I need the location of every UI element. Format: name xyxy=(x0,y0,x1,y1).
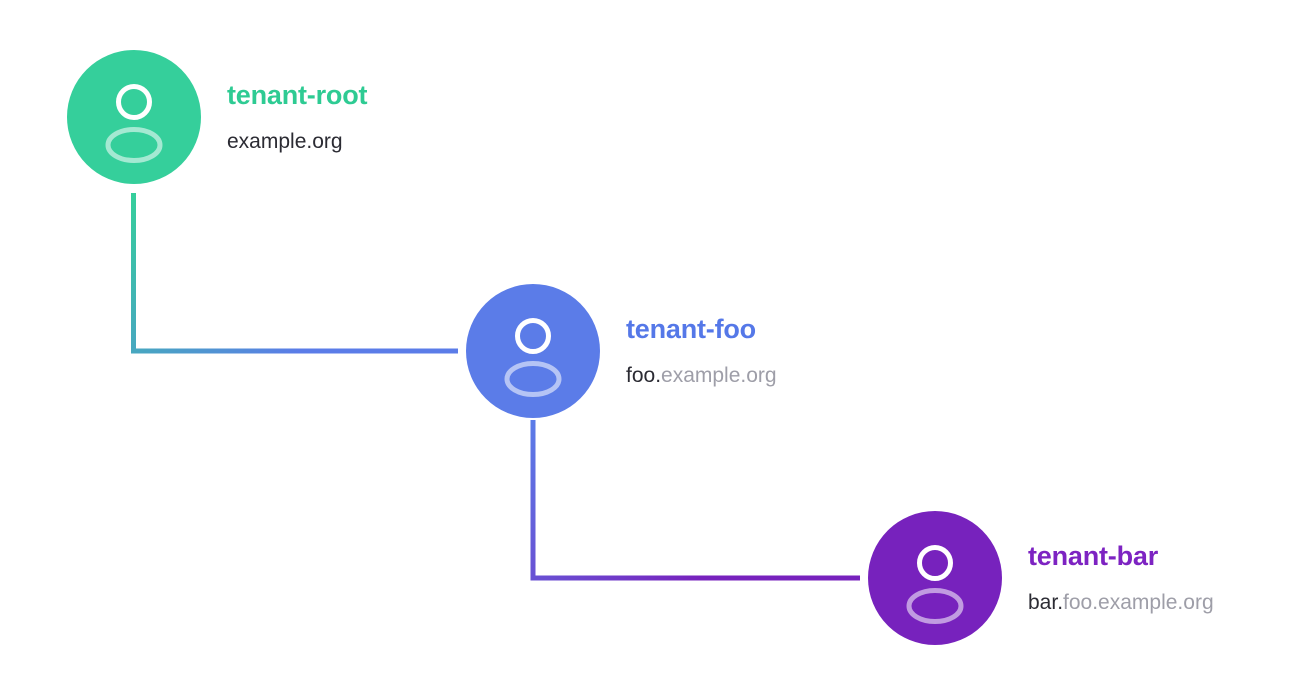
tenant-domain-strong: bar. xyxy=(1028,591,1064,615)
tenant-domain-muted: example.org xyxy=(661,364,777,388)
tenant-domain-strong: foo. xyxy=(626,364,662,388)
user-avatar-icon xyxy=(67,50,201,184)
tenant-domain: foo.example.org xyxy=(626,364,777,387)
avatar-body-icon xyxy=(906,588,964,624)
tenant-domain-muted: foo.example.org xyxy=(1063,591,1214,615)
connector-foo-to-bar xyxy=(530,420,860,581)
tenant-domain-strong: example.org xyxy=(227,130,343,154)
tenant-title: tenant-foo xyxy=(626,313,756,344)
node-text-block: tenant-foo foo.example.org xyxy=(626,313,777,388)
tenant-title: tenant-bar xyxy=(1028,540,1159,571)
user-avatar-icon xyxy=(868,511,1002,645)
avatar-head-icon xyxy=(515,318,551,354)
tenant-domain: example.org xyxy=(227,130,367,153)
avatar-head-icon xyxy=(116,84,152,120)
node-text-block: tenant-root example.org xyxy=(227,79,368,154)
tenant-node-root[interactable]: tenant-root example.org xyxy=(67,50,367,184)
avatar-body-icon xyxy=(105,127,163,163)
tenant-title: tenant-root xyxy=(227,79,368,110)
tenant-node-bar[interactable]: tenant-bar bar.foo.example.org xyxy=(868,511,1214,645)
connector-root-to-foo xyxy=(131,193,458,354)
tenant-node-foo[interactable]: tenant-foo foo.example.org xyxy=(466,284,777,418)
avatar-body-icon xyxy=(504,361,562,397)
node-text-block: tenant-bar bar.foo.example.org xyxy=(1028,540,1214,615)
user-avatar-icon xyxy=(466,284,600,418)
avatar-head-icon xyxy=(917,545,953,581)
tenant-domain: bar.foo.example.org xyxy=(1028,591,1214,614)
